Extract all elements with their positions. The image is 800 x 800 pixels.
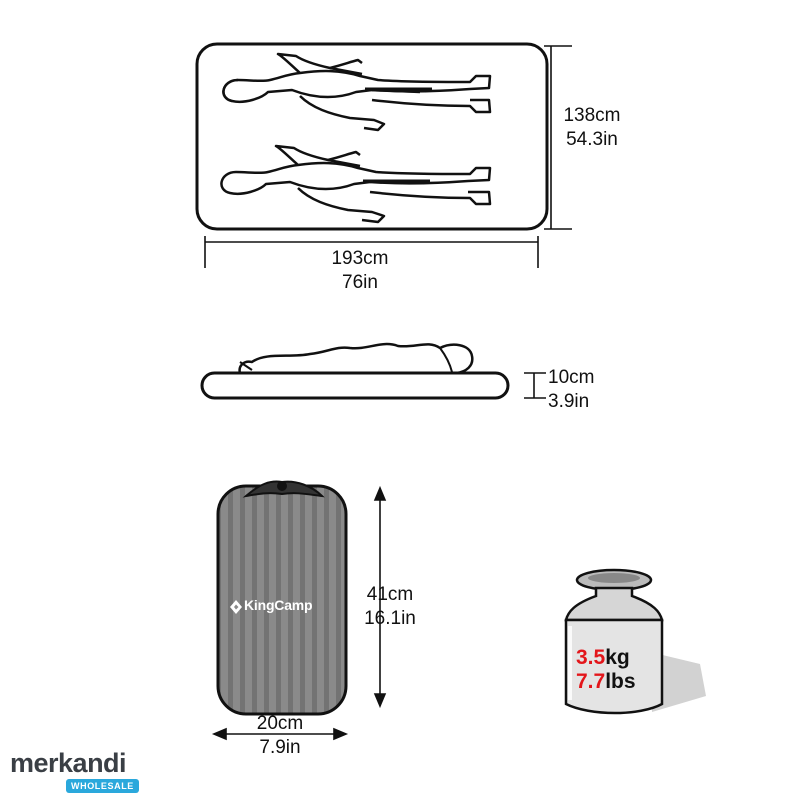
thickness-in: 3.9in — [548, 391, 590, 412]
weight-diagram — [564, 568, 706, 715]
bag-height-cm: 41cm — [366, 584, 414, 605]
weight-lbs-unit: lbs — [605, 670, 636, 693]
thickness-dimension-line — [524, 372, 546, 399]
depth-cm: 138cm — [563, 105, 621, 126]
merkandi-badge: WHOLESALE — [66, 779, 139, 793]
person-bottom-silhouette — [220, 144, 492, 224]
bag-diameter-in: 7.9in — [259, 737, 301, 758]
weight-label: 3.5kg 7.7lbs — [576, 646, 636, 694]
depth-label: 138cm 54.3in — [552, 104, 632, 152]
weight-kg-unit: kg — [605, 646, 630, 669]
kingcamp-logo-icon — [230, 600, 242, 614]
bag-height-in: 16.1in — [364, 608, 416, 629]
diameter-dimension-line — [211, 727, 349, 741]
merkandi-watermark: merkandi WHOLESALE — [10, 748, 139, 793]
weight-shadow — [650, 652, 706, 712]
merkandi-name: merkandi — [10, 748, 127, 778]
lying-person-silhouette — [238, 342, 474, 375]
depth-dimension-line — [544, 45, 572, 230]
side-view-diagram — [200, 342, 546, 400]
mat-top-outline — [195, 42, 549, 231]
bag-brand-label: KingCamp — [244, 597, 313, 613]
weight-kg-value: 3.5 — [576, 646, 606, 669]
scale-body — [564, 618, 664, 715]
weight-lbs-line: 7.7lbs — [576, 670, 636, 694]
scale-neck — [564, 586, 664, 622]
width-label: 193cm 76in — [300, 247, 420, 295]
bag-diameter-label: 20cm 7.9in — [240, 712, 320, 760]
depth-in: 54.3in — [566, 129, 618, 150]
person-top-silhouette — [222, 52, 492, 132]
top-view-diagram — [195, 42, 572, 268]
weight-lbs-value: 7.7 — [576, 670, 606, 693]
height-dimension-line — [373, 485, 387, 709]
thickness-label: 10cm 3.9in — [548, 366, 628, 414]
packed-bag-diagram — [211, 480, 387, 741]
width-in: 76in — [342, 272, 378, 293]
thickness-cm: 10cm — [548, 367, 595, 388]
bag-diameter-cm: 20cm — [256, 713, 304, 734]
weight-kg-line: 3.5kg — [576, 646, 636, 670]
width-dimension-line — [204, 236, 539, 268]
bag-height-label: 41cm 16.1in — [350, 583, 430, 631]
mat-side-outline — [200, 371, 510, 400]
width-cm: 193cm — [331, 248, 389, 269]
